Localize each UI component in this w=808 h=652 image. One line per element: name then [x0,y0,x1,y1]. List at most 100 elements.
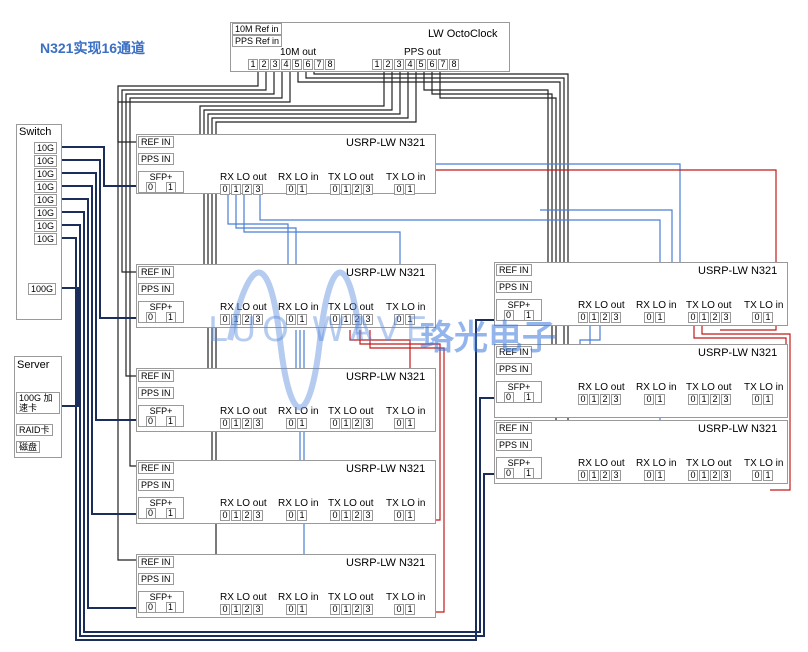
port[interactable]: 0 [220,604,230,615]
port[interactable]: 0 [394,604,404,615]
port[interactable]: 2 [710,394,720,405]
sfp-port[interactable]: 1 [523,468,534,479]
port[interactable]: 1 [248,59,258,70]
port[interactable]: 3 [270,59,280,70]
switch-port-10g[interactable]: 10G [34,168,58,180]
port[interactable]: 2 [600,394,610,405]
sfp-port[interactable]: 1 [165,416,176,427]
port[interactable]: 2 [259,59,269,70]
port[interactable]: 1 [763,312,773,323]
port[interactable]: 2 [600,312,610,323]
port[interactable]: 0 [644,394,654,405]
port[interactable]: 1 [699,312,709,323]
port[interactable]: 3 [363,604,373,615]
switch-port-10g[interactable]: 10G [34,207,58,219]
port[interactable]: 1 [699,470,709,481]
port[interactable]: 3 [253,184,263,195]
port[interactable]: 1 [341,184,351,195]
usrp-ref-in[interactable]: REF IN [138,462,174,474]
port[interactable]: 8 [325,59,335,70]
sfp-port[interactable]: 1 [523,310,534,321]
port[interactable]: 0 [578,394,588,405]
port[interactable]: 0 [394,418,404,429]
port[interactable]: 2 [242,604,252,615]
port[interactable]: 2 [600,470,610,481]
usrp-ref-in[interactable]: REF IN [496,422,532,434]
sfp-port[interactable]: 0 [145,182,156,193]
port[interactable]: 1 [405,184,415,195]
port[interactable]: 1 [763,470,773,481]
switch-port-10g[interactable]: 10G [34,142,58,154]
port[interactable]: 6 [427,59,437,70]
usrp-pps-in[interactable]: PPS IN [138,387,174,399]
port[interactable]: 2 [352,418,362,429]
port[interactable]: 3 [363,418,373,429]
port[interactable]: 3 [253,510,263,521]
port[interactable]: 2 [242,510,252,521]
port[interactable]: 1 [763,394,773,405]
port[interactable]: 3 [721,394,731,405]
sfp-port[interactable]: 0 [145,508,156,519]
port[interactable]: 2 [710,470,720,481]
port[interactable]: 2 [352,314,362,325]
port[interactable]: 1 [405,314,415,325]
port[interactable]: 2 [352,184,362,195]
port[interactable]: 0 [286,314,296,325]
sfp-port[interactable]: 0 [503,392,514,403]
port[interactable]: 2 [383,59,393,70]
port[interactable]: 0 [752,312,762,323]
port[interactable]: 1 [231,418,241,429]
sfp-port[interactable]: 1 [165,182,176,193]
switch-port-10g[interactable]: 10G [34,194,58,206]
port[interactable]: 3 [253,604,263,615]
usrp-pps-in[interactable]: PPS IN [138,153,174,165]
port[interactable]: 0 [330,184,340,195]
port[interactable]: 1 [231,604,241,615]
port[interactable]: 0 [220,510,230,521]
sfp-port[interactable]: 0 [503,310,514,321]
port[interactable]: 0 [330,510,340,521]
port[interactable]: 8 [449,59,459,70]
port[interactable]: 3 [611,470,621,481]
usrp-pps-in[interactable]: PPS IN [138,573,174,585]
switch-port-10g[interactable]: 10G [34,155,58,167]
port[interactable]: 1 [655,470,665,481]
port[interactable]: 1 [231,510,241,521]
port[interactable]: 0 [220,314,230,325]
switch-port-10g[interactable]: 10G [34,220,58,232]
port[interactable]: 3 [363,510,373,521]
port[interactable]: 1 [341,604,351,615]
port[interactable]: 2 [242,314,252,325]
port[interactable]: 0 [752,394,762,405]
octoclock-pps-in[interactable]: PPS Ref in [232,35,283,47]
usrp-ref-in[interactable]: REF IN [496,264,532,276]
port[interactable]: 2 [352,604,362,615]
port[interactable]: 3 [611,312,621,323]
port[interactable]: 0 [578,312,588,323]
port[interactable]: 2 [242,184,252,195]
port[interactable]: 2 [352,510,362,521]
port[interactable]: 1 [297,418,307,429]
port[interactable]: 5 [292,59,302,70]
port[interactable]: 1 [405,510,415,521]
port[interactable]: 3 [721,470,731,481]
port[interactable]: 0 [286,604,296,615]
port[interactable]: 1 [297,510,307,521]
port[interactable]: 0 [330,314,340,325]
port[interactable]: 0 [220,418,230,429]
port[interactable]: 0 [644,312,654,323]
port[interactable]: 0 [286,184,296,195]
port[interactable]: 1 [297,604,307,615]
port[interactable]: 0 [752,470,762,481]
port[interactable]: 1 [297,184,307,195]
port[interactable]: 4 [281,59,291,70]
port[interactable]: 1 [341,314,351,325]
switch-port-10g[interactable]: 10G [34,181,58,193]
port[interactable]: 3 [721,312,731,323]
sfp-port[interactable]: 1 [165,312,176,323]
sfp-port[interactable]: 0 [145,602,156,613]
port[interactable]: 1 [372,59,382,70]
switch-port-100g[interactable]: 100G [28,283,57,295]
port[interactable]: 3 [363,314,373,325]
sfp-port[interactable]: 1 [165,602,176,613]
